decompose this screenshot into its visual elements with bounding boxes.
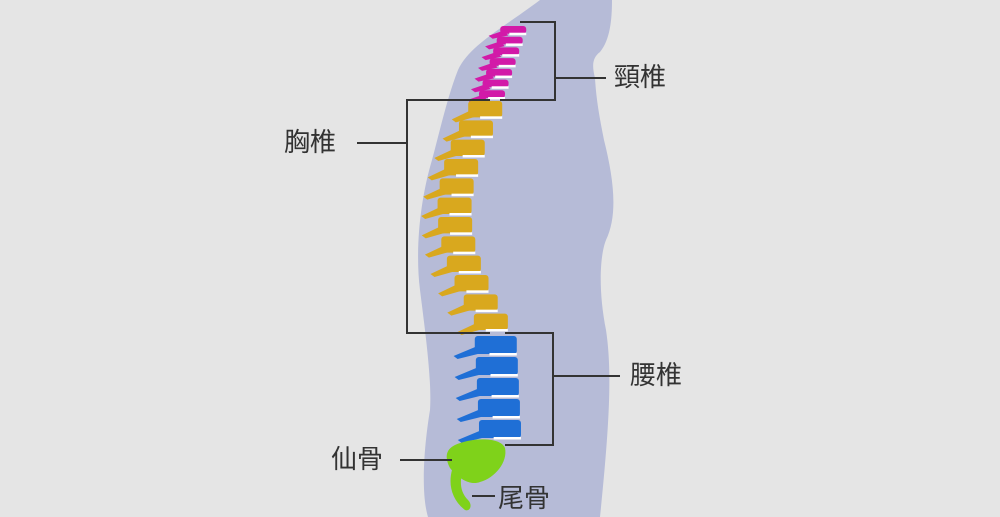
cervical-bracket xyxy=(500,21,556,101)
lumbar-vertebra xyxy=(478,420,521,438)
thoracic-vertebra xyxy=(439,178,474,195)
intervertebral-disc xyxy=(475,309,498,313)
intervertebral-disc xyxy=(498,64,516,68)
label-thoracic: 胸椎 xyxy=(284,128,337,158)
intervertebral-disc xyxy=(492,416,520,419)
coccyx xyxy=(450,470,471,511)
intervertebral-disc xyxy=(509,32,527,36)
intervertebral-disc xyxy=(488,97,506,100)
intervertebral-disc xyxy=(485,329,508,332)
intervertebral-disc xyxy=(453,251,476,255)
lumbar-vertebra xyxy=(477,399,520,417)
cervical-vertebra xyxy=(489,58,516,66)
lumbar-vertebra xyxy=(476,378,519,396)
intervertebral-disc xyxy=(493,437,521,440)
thoracic-vertebra xyxy=(463,294,498,311)
intervertebral-disc xyxy=(456,174,479,177)
thoracic-vertebra xyxy=(450,139,485,156)
cervical-vertebra xyxy=(486,68,513,77)
thoracic-vertebra xyxy=(437,197,472,214)
thoracic-vertebra xyxy=(446,255,481,272)
intervertebral-disc xyxy=(470,135,493,139)
thoracic-vertebra xyxy=(444,159,479,176)
lumbar-vertebra xyxy=(474,336,517,354)
cervical-vertebra xyxy=(493,47,520,56)
intervertebral-disc xyxy=(462,155,485,158)
label-sacrum: 仙骨 xyxy=(331,445,384,475)
lumbar-bracket xyxy=(505,332,554,446)
label-lumbar: 腰椎 xyxy=(630,361,683,391)
label-cervical: 頸椎 xyxy=(614,63,667,93)
intervertebral-disc xyxy=(451,193,474,197)
thoracic-bracket xyxy=(406,99,490,334)
bracket-lines xyxy=(357,21,620,497)
intervertebral-disc xyxy=(491,395,519,398)
intervertebral-disc xyxy=(480,116,503,119)
cervical-vertebra xyxy=(479,90,506,98)
intervertebral-disc xyxy=(458,271,481,274)
thoracic-vertebra xyxy=(473,313,508,330)
intervertebral-disc xyxy=(495,75,513,79)
thoracic-vertebra xyxy=(438,217,473,234)
intervertebral-disc xyxy=(490,374,518,377)
sacrum xyxy=(446,439,506,484)
cervical-vertebra xyxy=(496,36,523,45)
intervertebral-disc xyxy=(489,353,517,356)
intervertebral-disc xyxy=(502,54,520,57)
intervertebral-disc xyxy=(491,86,509,89)
label-coccyx: 尾骨 xyxy=(498,484,551,514)
thoracic-vertebra xyxy=(468,101,503,118)
cervical-vertebra xyxy=(482,79,509,88)
thoracic-vertebra xyxy=(441,236,476,253)
intervertebral-disc xyxy=(450,232,473,235)
intervertebral-disc xyxy=(449,213,472,216)
thoracic-vertebra xyxy=(458,120,493,137)
cervical-vertebra xyxy=(500,26,527,34)
intervertebral-disc xyxy=(466,290,489,293)
thoracic-vertebra xyxy=(454,275,489,292)
spine xyxy=(421,26,527,511)
intervertebral-disc xyxy=(505,43,523,46)
lumbar-vertebra xyxy=(475,357,518,375)
